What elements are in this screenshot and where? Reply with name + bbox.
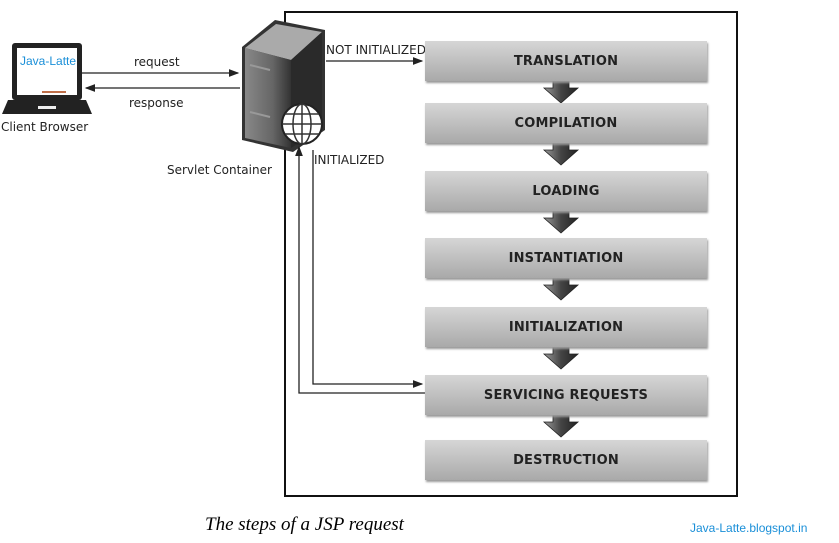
servlet-container-label: Servlet Container	[167, 163, 272, 177]
step-servicing-requests: SERVICING REQUESTS	[425, 375, 707, 415]
down-arrow-icon	[542, 346, 580, 370]
globe-icon	[281, 103, 323, 145]
watermark-link[interactable]: Java-Latte.blogspot.in	[690, 521, 808, 535]
initialized-label: INITIALIZED	[314, 153, 385, 167]
client-browser-label: Client Browser	[1, 120, 89, 134]
step-initialization: INITIALIZATION	[425, 307, 707, 347]
step-arrows	[542, 80, 580, 438]
step-instantiation: INSTANTIATION	[425, 238, 707, 278]
step-destruction: DESTRUCTION	[425, 440, 707, 480]
down-arrow-icon	[542, 142, 580, 166]
step-translation: TRANSLATION	[425, 41, 707, 81]
caption: The steps of a JSP request	[205, 514, 404, 535]
laptop-icon	[2, 43, 92, 114]
initialized-arrow	[312, 150, 424, 388]
response-label: response	[129, 96, 184, 110]
return-arrow	[295, 145, 425, 394]
step-compilation: COMPILATION	[425, 103, 707, 143]
laptop-screen-text: Java-Latte	[20, 54, 77, 68]
down-arrow-icon	[542, 80, 580, 104]
down-arrow-icon	[542, 277, 580, 301]
request-label: request	[134, 55, 180, 69]
down-arrow-icon	[542, 414, 580, 438]
container-frame	[284, 11, 738, 497]
not-initialized-label: NOT INITIALIZED	[326, 43, 426, 57]
down-arrow-icon	[542, 210, 580, 234]
step-loading: LOADING	[425, 171, 707, 211]
